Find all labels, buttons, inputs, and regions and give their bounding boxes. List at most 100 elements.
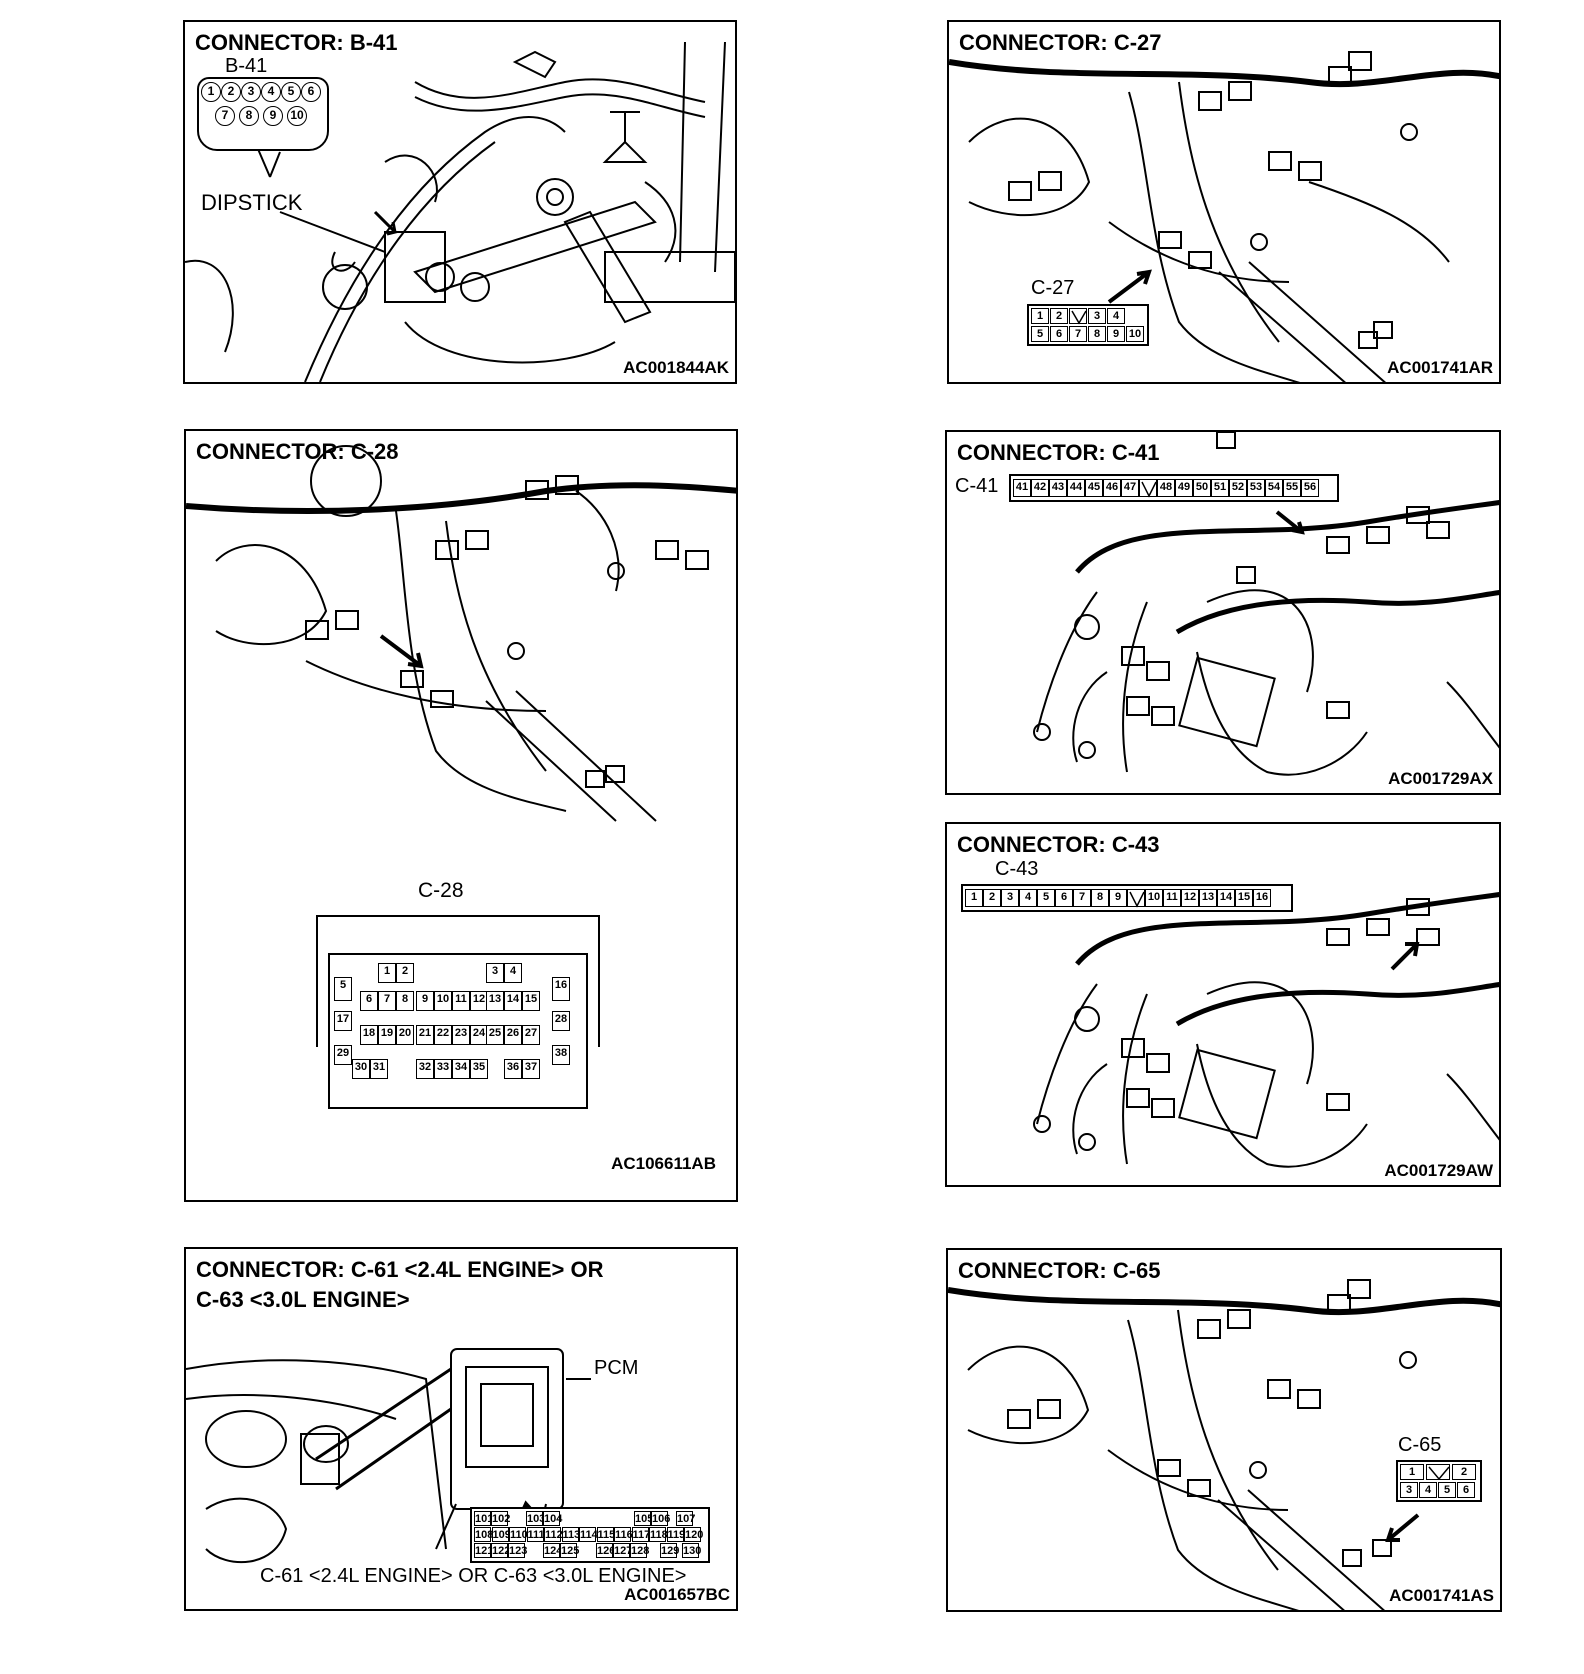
pin-4: 4 [1419, 1482, 1437, 1498]
pin-104: 104 [543, 1511, 563, 1526]
pin-118: 118 [649, 1527, 668, 1542]
connector-label: C-43 [995, 858, 1039, 880]
pin-125: 125 [560, 1543, 580, 1558]
pin-2: 2 [396, 963, 414, 983]
pin-121: 121 [474, 1543, 494, 1558]
pin-106: 106 [651, 1511, 671, 1526]
dashboard-wiring-illustration [1033, 432, 1499, 776]
pin-28: 28 [552, 1011, 570, 1031]
pin-10: 10 [1145, 889, 1163, 907]
dashboard-wiring-illustration [1033, 892, 1499, 1168]
pin-2: 2 [1050, 308, 1068, 324]
pin-105: 105 [634, 1511, 654, 1526]
connector-caption: C-61 <2.4L ENGINE> OR C-63 <3.0L ENGINE> [260, 1565, 687, 1587]
pin-19: 19 [378, 1025, 396, 1045]
pin-6: 6 [301, 82, 321, 102]
pin-1: 1 [965, 889, 983, 907]
pin-1: 1 [1031, 308, 1049, 324]
panel-title: CONNECTOR: C-65 [958, 1258, 1161, 1283]
pin-4: 4 [261, 82, 281, 102]
pin-5: 5 [1037, 889, 1055, 907]
pin-7: 7 [215, 106, 235, 126]
pin-9: 9 [1109, 889, 1127, 907]
pin-10: 10 [434, 991, 452, 1011]
pin-116: 116 [614, 1527, 633, 1542]
panel-title-line-2: C-63 <3.0L ENGINE> [196, 1287, 410, 1312]
pin-26: 26 [504, 1025, 522, 1045]
pin-21: 21 [416, 1025, 434, 1045]
panel-title: CONNECTOR: C-41 [957, 440, 1160, 465]
pin-11: 11 [452, 991, 470, 1011]
panel-title: CONNECTOR: C-27 [959, 30, 1162, 55]
pin-11: 11 [1163, 889, 1181, 907]
pin-31: 31 [370, 1059, 388, 1079]
pin-6: 6 [360, 991, 378, 1011]
pin-3: 3 [1001, 889, 1019, 907]
pin-112: 112 [544, 1527, 563, 1542]
figure-code: AC001729AW [1384, 1161, 1493, 1180]
pin-3: 3 [241, 82, 261, 102]
pin-6: 6 [1050, 326, 1068, 342]
connector-label: C-65 [1398, 1434, 1442, 1456]
figure-code: AC001844AK [623, 358, 729, 377]
pin-45: 45 [1085, 479, 1103, 497]
pin-53: 53 [1247, 479, 1265, 497]
pin-29: 29 [334, 1045, 352, 1065]
pin-20: 20 [396, 1025, 414, 1045]
pin-5: 5 [1438, 1482, 1456, 1498]
figure-code: AC001657BC [624, 1585, 730, 1604]
pin-25: 25 [486, 1025, 504, 1045]
figure-code: AC001729AX [1388, 769, 1493, 788]
figure-code: AC001741AS [1389, 1586, 1494, 1605]
figure-code: AC001741AR [1387, 358, 1493, 377]
pin-110: 110 [509, 1527, 528, 1542]
panel-title: CONNECTOR: C-43 [957, 832, 1160, 857]
pin-41: 41 [1013, 479, 1031, 497]
pin-47: 47 [1121, 479, 1139, 497]
pin-111: 111 [526, 1527, 545, 1542]
pin-2: 2 [221, 82, 241, 102]
pin-9: 9 [1107, 326, 1125, 342]
pin-1: 1 [1400, 1464, 1424, 1480]
pin-4: 4 [504, 963, 522, 983]
pin-9: 9 [416, 991, 434, 1011]
empty-cavity [1139, 479, 1157, 498]
pin-35: 35 [470, 1059, 488, 1079]
wiring-harness-illustration [186, 445, 736, 822]
pin-115: 115 [596, 1527, 616, 1542]
pin-50: 50 [1193, 479, 1211, 497]
pin-15: 15 [1235, 889, 1253, 907]
pin-55: 55 [1283, 479, 1301, 497]
pin-122: 122 [491, 1543, 511, 1558]
pin-114: 114 [579, 1527, 598, 1542]
pin-10: 10 [1126, 326, 1144, 342]
wiring-harness-illustration [949, 51, 1499, 382]
pin-8: 8 [1088, 326, 1106, 342]
pin-54: 54 [1265, 479, 1283, 497]
pin-5: 5 [1031, 326, 1049, 342]
pin-14: 14 [1217, 889, 1235, 907]
pin-32: 32 [416, 1059, 434, 1079]
pin-7: 7 [1073, 889, 1091, 907]
pin-34: 34 [452, 1059, 470, 1079]
pin-6: 6 [1055, 889, 1073, 907]
pin-3: 3 [1400, 1482, 1418, 1498]
pin-102: 102 [491, 1511, 511, 1526]
connector-label: B-41 [225, 55, 268, 77]
connector-label: C-28 [418, 879, 464, 902]
pin-49: 49 [1175, 479, 1193, 497]
pin-52: 52 [1229, 479, 1247, 497]
pin-16: 16 [1253, 889, 1271, 907]
empty-cavity [1127, 889, 1145, 908]
pin-42: 42 [1031, 479, 1049, 497]
pin-124: 124 [543, 1543, 563, 1558]
pin-33: 33 [434, 1059, 452, 1079]
pin-130: 130 [682, 1543, 702, 1558]
pin-14: 14 [504, 991, 522, 1011]
pin-43: 43 [1049, 479, 1067, 497]
pin-13: 13 [1199, 889, 1217, 907]
panel-title: CONNECTOR: B-41 [195, 30, 398, 55]
pin-30: 30 [352, 1059, 370, 1079]
